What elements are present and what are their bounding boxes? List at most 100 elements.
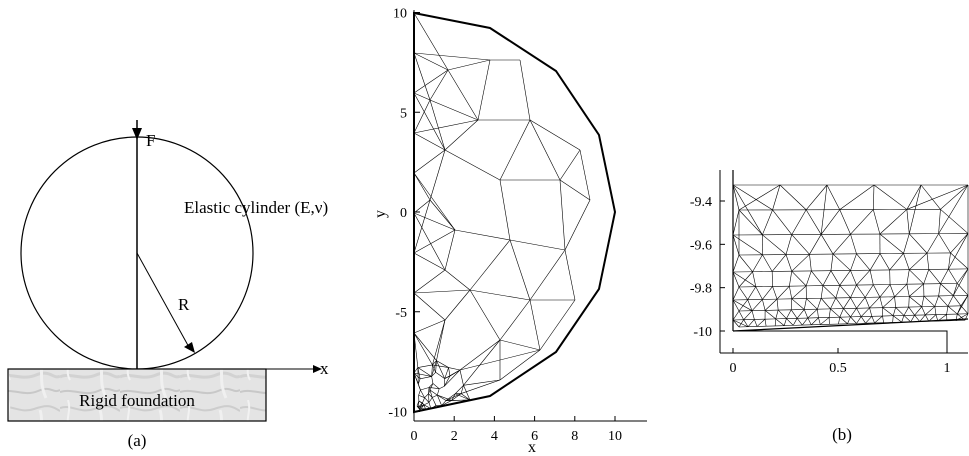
mesh-y-tick-label: -5 <box>395 306 407 321</box>
zoom-mesh-edge <box>869 253 881 271</box>
mesh-edge <box>445 393 462 401</box>
zoom-mesh-edge <box>738 319 744 328</box>
zoom-mesh-edge <box>914 306 923 316</box>
mesh-edge <box>519 59 531 121</box>
zoom-mesh-edge <box>791 298 805 310</box>
zoom-mesh-edge <box>946 306 949 315</box>
mesh-edge <box>499 179 511 241</box>
zoom-mesh-edge <box>803 298 807 310</box>
zoom-mesh-edge <box>806 298 818 310</box>
mesh-edge <box>451 393 462 401</box>
mesh-edge <box>448 367 451 377</box>
zoom-mesh-edge <box>948 268 958 284</box>
mesh-edge <box>444 269 471 291</box>
panel-a-schematic: F Elastic cylinder (E,ν) R x Rigid found… <box>7 120 329 450</box>
mesh-edge <box>424 397 430 403</box>
x-axis-arrowhead <box>313 365 322 373</box>
mesh-edge <box>444 149 501 181</box>
mesh-edge <box>413 269 446 294</box>
zoom-mesh-edge <box>805 184 828 210</box>
force-arrowhead <box>132 128 142 140</box>
zoom-mesh-edge <box>817 298 822 310</box>
zoom-mesh-edge <box>923 269 930 285</box>
zoom-mesh-edge <box>738 209 763 236</box>
mesh-edge <box>460 393 471 401</box>
mesh-edge <box>463 379 501 386</box>
zoom-mesh-edge <box>779 184 807 210</box>
caption-a: (a) <box>128 431 147 450</box>
mesh-edge <box>444 289 471 321</box>
zoom-mesh-edge <box>822 270 832 286</box>
zoom-mesh-edge <box>956 283 969 296</box>
mesh-y-label: y <box>372 210 389 218</box>
zoom-mesh-edge <box>772 184 781 210</box>
zoom-mesh-edge <box>909 296 922 307</box>
zoom-mesh-edge <box>882 296 895 308</box>
zoom-mesh-edge <box>948 233 969 270</box>
mesh-edge <box>423 402 430 406</box>
mesh-edge <box>432 364 449 368</box>
zoom-mesh-edge <box>947 295 954 307</box>
cylinder-label: Elastic cylinder (E,ν) <box>184 198 328 217</box>
zoom-mesh-edge <box>895 307 905 316</box>
mesh-edge <box>477 59 491 121</box>
zoom-mesh-edge <box>839 316 848 324</box>
mesh-edge <box>437 394 447 401</box>
mesh-edge <box>429 199 456 231</box>
zoom-mesh-edge <box>882 315 884 323</box>
zoom-mesh-edge <box>775 318 785 326</box>
zoom-mesh-edge <box>755 286 763 300</box>
mesh-edge <box>413 372 432 377</box>
mesh-edge <box>445 393 456 401</box>
zoom-mesh-edge <box>894 296 896 308</box>
mesh-edge <box>435 360 437 373</box>
zoom-mesh-edge <box>903 253 910 270</box>
mesh-edge <box>413 92 431 101</box>
zoom-mesh-edge <box>843 297 851 309</box>
mesh-edge <box>432 319 446 365</box>
mesh-x-tick-label: 10 <box>608 429 622 444</box>
mesh-edge <box>413 319 446 334</box>
zoom-mesh-edge <box>738 271 753 288</box>
mesh-edge <box>413 52 491 61</box>
mesh-edge <box>428 387 430 394</box>
mesh-edge <box>417 378 421 385</box>
zoom-mesh-edge <box>802 317 809 326</box>
mesh-edge <box>499 299 531 341</box>
zoom-mesh-edge <box>796 318 803 326</box>
mesh-edge <box>529 119 581 151</box>
mesh-edge <box>499 339 541 351</box>
radius-arrowhead <box>184 342 195 353</box>
mesh-edge <box>429 149 446 201</box>
zoom-mesh-edge <box>909 252 928 270</box>
zoom-mesh-edge <box>894 284 908 297</box>
caption-b: (b) <box>832 425 852 444</box>
zoom-mesh-edge <box>791 285 807 300</box>
zoom-mesh-edge <box>869 296 881 309</box>
mesh-edge <box>444 367 449 379</box>
zoom-mesh-edge <box>738 310 744 320</box>
zoom-mesh-edge <box>882 307 894 316</box>
zoom-mesh-edge <box>764 319 767 327</box>
zoom-mesh-edge <box>865 316 873 324</box>
zoom-mesh-edge <box>893 315 902 323</box>
zoom-mesh-edge <box>776 285 790 300</box>
zoom-mesh-edge <box>910 315 915 323</box>
zoom-mesh-edge <box>953 283 958 296</box>
zoom-x-tick-label: 1 <box>944 361 951 376</box>
mesh-edge <box>460 385 464 394</box>
zoom-x-tick-label: 0.5 <box>829 361 847 376</box>
mesh-edge <box>441 400 452 406</box>
zoom-mesh-edge <box>909 283 924 297</box>
mesh-boundary <box>413 11 617 414</box>
mesh-edge <box>418 394 425 398</box>
zoom-mesh-edge <box>771 254 787 272</box>
mesh-edge <box>413 12 449 71</box>
mesh-edge <box>418 404 425 408</box>
zoom-mesh-edge <box>732 184 773 211</box>
mesh-edge <box>444 375 451 379</box>
mesh-edge <box>429 99 446 151</box>
mesh-x-tick-label: 6 <box>531 429 538 444</box>
zoom-mesh-edge <box>835 285 841 299</box>
